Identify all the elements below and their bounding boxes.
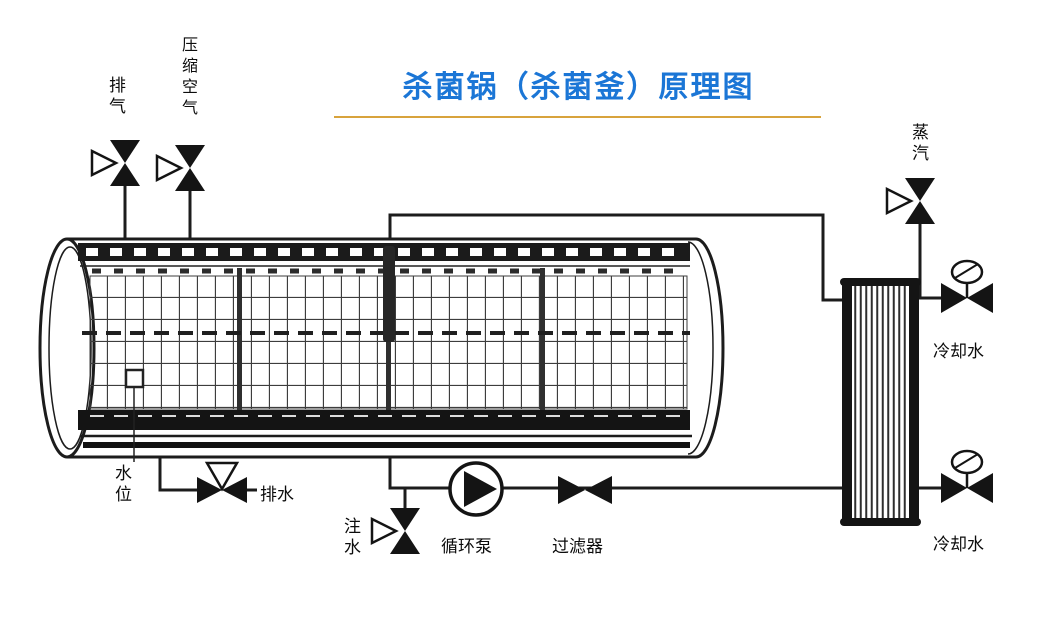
steam-valve-icon bbox=[885, 178, 935, 224]
sterilizer-vessel bbox=[38, 237, 725, 462]
temperature-probe bbox=[383, 246, 395, 342]
heat-exchanger-left-cap bbox=[843, 283, 852, 522]
heat-exchanger-right-cap bbox=[909, 283, 918, 522]
water-level-sensor-icon bbox=[124, 368, 145, 389]
vessel-to-exchanger-pipe bbox=[388, 213, 843, 302]
label-compressed-air: 压缩空气 bbox=[179, 36, 198, 120]
basket-divider-1 bbox=[237, 268, 242, 410]
vessel-bottom-band bbox=[78, 410, 690, 430]
water-inlet-valve-icon bbox=[370, 508, 420, 554]
circulation-return-pipe bbox=[388, 457, 843, 490]
circulation-pump-icon bbox=[448, 461, 504, 517]
heat-exchanger-bottom-flange bbox=[840, 518, 921, 526]
drain-valve-icon bbox=[197, 461, 247, 503]
cooling-water-valve-top-icon bbox=[941, 259, 993, 313]
compressed-air-valve-icon bbox=[155, 145, 205, 191]
label-cooling-water-bottom: 冷却水 bbox=[933, 535, 984, 555]
heat-exchanger bbox=[840, 278, 921, 526]
exhaust-valve-icon bbox=[90, 140, 140, 186]
label-water-inlet: 注水 bbox=[340, 517, 360, 559]
drain-pipe bbox=[158, 446, 197, 492]
page-title: 杀菌锅（杀菌釜）原理图 bbox=[402, 70, 755, 105]
label-steam: 蒸汽 bbox=[908, 123, 928, 165]
vessel-right-cap-inner-line bbox=[687, 241, 714, 455]
label-water-level: 水位 bbox=[111, 464, 131, 506]
title-underline bbox=[334, 116, 821, 118]
label-exhaust: 排气 bbox=[105, 76, 125, 118]
label-drain: 排水 bbox=[260, 485, 294, 505]
piping bbox=[123, 186, 941, 508]
filter-icon bbox=[558, 476, 612, 504]
label-circulation-pump: 循环泵 bbox=[441, 537, 492, 557]
heat-exchanger-top-flange bbox=[840, 278, 921, 286]
basket-divider-3 bbox=[540, 268, 545, 410]
label-filter: 过滤器 bbox=[552, 537, 603, 557]
cooling-water-valve-bottom-icon bbox=[941, 449, 993, 503]
heat-exchanger-fins bbox=[852, 284, 909, 521]
label-cooling-water-top: 冷却水 bbox=[933, 342, 984, 362]
